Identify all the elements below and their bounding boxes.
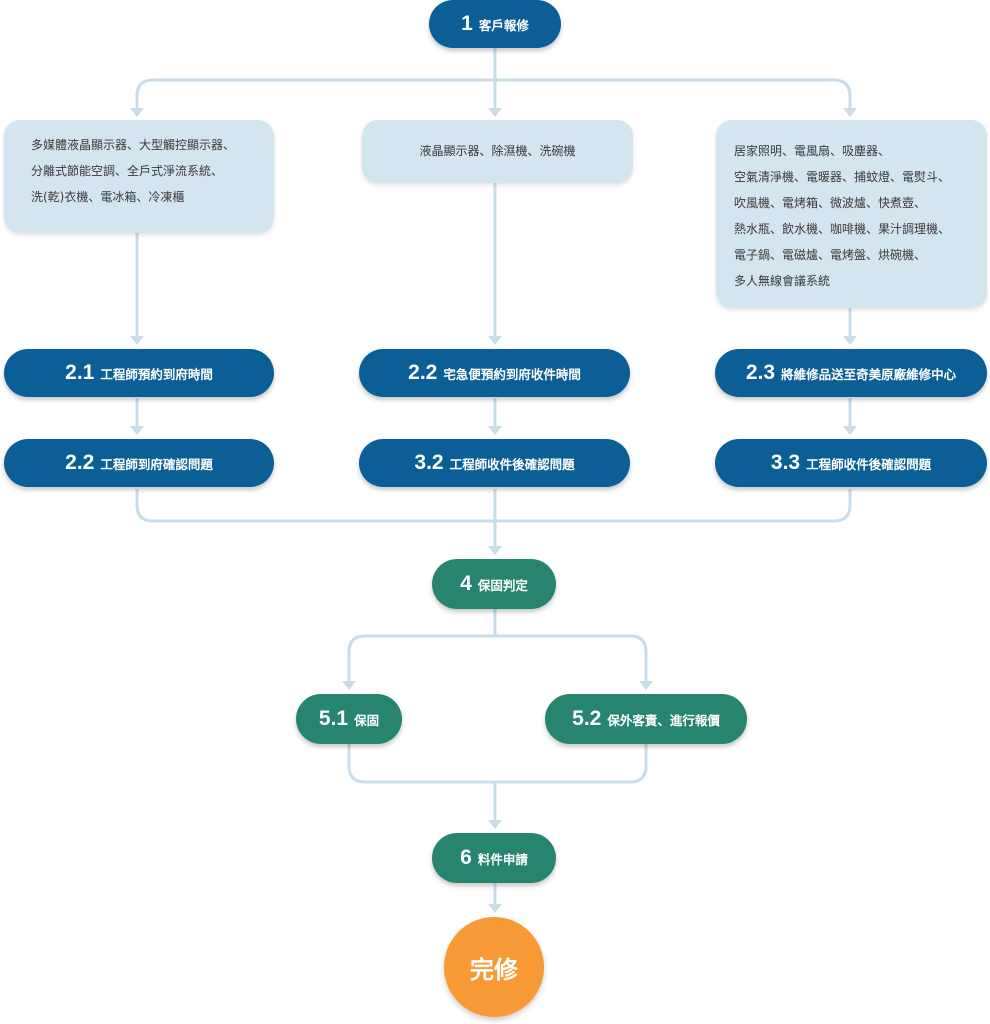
category-line: 空氣清淨機、電暖器、捕蚊燈、電熨斗、 — [734, 170, 951, 184]
arrowhead — [843, 336, 857, 345]
category-line: 電子鍋、電磁爐、電烤盤、烘碗機、 — [734, 248, 927, 262]
step-label: 宅急便預約到府收件時間 — [443, 366, 581, 382]
category-line: 居家照明、電風扇、吸塵器、 — [734, 144, 891, 158]
step-number: 5.1 — [318, 707, 349, 730]
step-label: 工程師預約到府時間 — [100, 366, 213, 382]
arrowhead — [843, 426, 857, 435]
step-out-of-warranty-quote: 5.2 保外客責、進行報價 — [545, 694, 747, 744]
step-number: 6 — [460, 846, 472, 869]
arrowhead — [639, 681, 653, 690]
category-line: 多媒體液晶顯示器、大型觸控顯示器、 — [31, 138, 236, 152]
arrowhead — [130, 108, 144, 117]
step-label: 工程師收件後確認問題 — [449, 456, 575, 472]
category-line: 分離式節能空調、全戶式淨流系統、 — [31, 164, 224, 178]
step-parts-request: 6 料件申請 — [432, 833, 556, 883]
step-number: 2.2 — [65, 451, 95, 474]
category-line: 洗(乾)衣機、電冰箱、冷凍櫃 — [31, 190, 185, 204]
arrowhead — [130, 336, 144, 345]
category-box-left: 多媒體液晶顯示器、大型觸控顯示器、 分離式節能空調、全戶式淨流系統、 洗(乾)衣… — [4, 120, 274, 233]
step-label: 保固 — [354, 712, 380, 728]
arrowhead — [488, 546, 502, 555]
step-number: 3.2 — [414, 451, 444, 474]
arrowhead — [488, 820, 502, 829]
step-number: 2.2 — [408, 361, 438, 384]
step-repair-complete: 完修 — [444, 917, 544, 1017]
step-customer-report: 1 客戶報修 — [429, 0, 561, 48]
category-box-right: 居家照明、電風扇、吸塵器、 空氣清淨機、電暖器、捕蚊燈、電熨斗、 吹風機、電烤箱… — [716, 120, 987, 308]
arrowhead — [488, 336, 502, 345]
arrowhead — [488, 904, 502, 913]
step-engineer-center-check: 3.3 工程師收件後確認問題 — [715, 439, 987, 487]
step-label: 料件申請 — [477, 851, 528, 867]
category-line: 液晶顯示器、除濕機、洗碗機 — [419, 144, 576, 158]
step-label: 保外客責、進行報價 — [607, 712, 720, 728]
step-number: 5.2 — [572, 707, 602, 730]
step-label: 工程師到府確認問題 — [100, 456, 213, 472]
connector-branch-merge — [347, 744, 648, 822]
step-courier-pickup: 2.2 宅急便預約到府收件時間 — [359, 349, 630, 397]
arrowhead — [488, 426, 502, 435]
end-label: 完修 — [470, 955, 518, 984]
category-line: 吹風機、電烤箱、微波爐、快煮壺、 — [734, 196, 927, 210]
arrowhead — [843, 108, 857, 117]
arrowhead — [488, 108, 502, 117]
step-number: 2.3 — [745, 361, 776, 384]
step-under-warranty: 5.1 保固 — [296, 694, 402, 744]
arrowhead — [130, 426, 144, 435]
step-number: 1 — [461, 12, 473, 35]
step-send-to-service-center: 2.3 將維修品送至奇美原廠維修中心 — [715, 349, 987, 397]
step-warranty-decision: 4 保固判定 — [432, 559, 556, 609]
connector-warranty-split — [347, 609, 648, 683]
category-box-middle: 液晶顯示器、除濕機、洗碗機 — [362, 120, 633, 183]
arrowhead — [342, 681, 356, 690]
step-engineer-appointment: 2.1 工程師預約到府時間 — [4, 349, 274, 397]
step-number: 3.3 — [770, 451, 801, 474]
step-label: 客戶報修 — [478, 17, 529, 33]
step-label: 工程師收件後確認問題 — [806, 456, 932, 472]
step-label: 將維修品送至奇美原廠維修中心 — [781, 366, 957, 382]
category-line: 熱水瓶、飲水機、咖啡機、果汁調理機、 — [734, 222, 951, 236]
step-engineer-onsite-check: 2.2 工程師到府確認問題 — [4, 439, 274, 487]
step-number: 2.1 — [65, 361, 95, 384]
step-engineer-pickup-check: 3.2 工程師收件後確認問題 — [359, 439, 630, 487]
category-line: 多人無線會議系統 — [734, 274, 831, 288]
step-number: 4 — [460, 572, 472, 595]
step-label: 保固判定 — [477, 577, 528, 593]
